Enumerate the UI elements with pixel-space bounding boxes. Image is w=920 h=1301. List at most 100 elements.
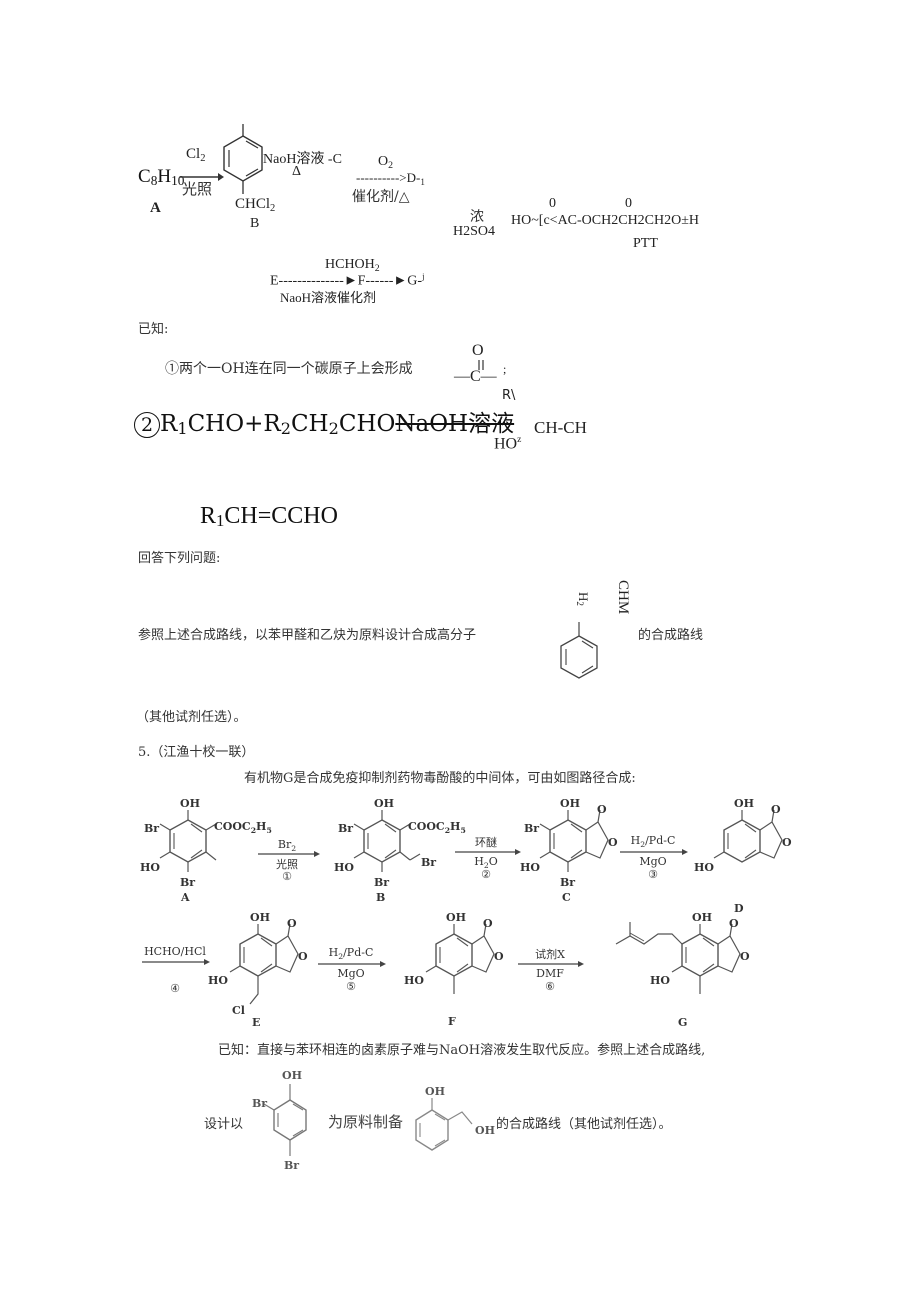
- known1-text: ①两个一OH连在同一个碳原子上会形成: [165, 361, 413, 377]
- step6-number: ⑥: [545, 980, 555, 993]
- reaction-arrow-icon: [180, 173, 224, 181]
- compound-a-label: A: [150, 200, 161, 216]
- double-bond-icon: [478, 360, 484, 370]
- known2-product: R1CH=CCHO: [200, 503, 338, 530]
- d-o-ring: O: [782, 836, 792, 849]
- c-o-ring: O: [608, 836, 618, 849]
- b-ch2br: Br: [421, 856, 437, 869]
- step2-reagent-s2: 环醚: [475, 836, 497, 849]
- step5-reagent: H2/Pd-C: [328, 946, 374, 961]
- step1-reagent: Br2: [277, 838, 297, 853]
- compound-d-structure-icon: [713, 809, 783, 863]
- a-br-bottom: Br: [180, 876, 196, 889]
- compound-b-label: B: [250, 216, 260, 231]
- question-suffix: 的合成路线: [638, 628, 704, 643]
- b-br-bottom: Br: [374, 876, 390, 889]
- step4-number: ④: [170, 982, 180, 995]
- a-ho: HO: [140, 861, 160, 874]
- r-label: R\: [502, 388, 516, 403]
- step6-reagent: 试剂X: [535, 948, 565, 961]
- c-br-bottom: Br: [560, 876, 576, 889]
- e-cl: Cl: [232, 1004, 245, 1017]
- section2-known-text: 已知：直接与苯环相连的卤素原子难与NaOH溶液发生取代反应。参照上述合成路线,: [218, 1043, 706, 1058]
- a-label: A: [181, 891, 190, 904]
- step6-condition: DMF: [536, 967, 564, 980]
- g-o-ring: O: [740, 950, 750, 963]
- reaction-arrow-icon: [258, 851, 320, 857]
- step5-number: ⑤: [346, 980, 356, 993]
- d-ho: HO: [694, 861, 714, 874]
- f-o-keto: O: [483, 917, 493, 930]
- polymer-label-chm: CHM: [615, 580, 631, 615]
- reaction-arrow-icon: [142, 959, 210, 965]
- compound-g-structure-icon: [615, 922, 741, 994]
- f-label: F: [448, 1015, 456, 1028]
- f-oh: OH: [446, 911, 466, 924]
- c-br-top: Br: [524, 822, 540, 835]
- c-ho: HO: [520, 861, 540, 874]
- phenyl-ring-icon: [560, 622, 598, 679]
- start-br1: Br: [252, 1097, 268, 1110]
- g-o-keto: O: [729, 917, 739, 930]
- known2-chch: CH-CH: [534, 418, 587, 437]
- question-note: （其他试剂任选）。: [136, 710, 247, 725]
- b-label: B: [376, 891, 386, 904]
- compound-f-structure-icon: [425, 923, 495, 994]
- target-oh2: OH: [475, 1124, 495, 1137]
- g-oh: OH: [692, 911, 712, 924]
- reaction-arrow-icon: [318, 961, 386, 967]
- c-oh: OH: [560, 797, 580, 810]
- e-ho: HO: [208, 974, 228, 987]
- step5-condition: MgO: [337, 967, 365, 980]
- d-oh: OH: [734, 797, 754, 810]
- step2-condition-s2: H2O: [474, 855, 498, 870]
- known-heading: 已知:: [138, 322, 169, 337]
- design-middle: 为原料制备: [328, 1113, 404, 1131]
- e-line-reagent: HCHOH2: [325, 257, 380, 274]
- c-label: C: [562, 891, 571, 904]
- step4-cond-top: 浓: [470, 209, 484, 225]
- problem-intro: 有机物G是合成免疫抑制剂药物毒酚酸的中间体，可由如图路径合成:: [244, 771, 636, 786]
- step3-reagent: O2: [378, 154, 394, 171]
- e-o-ring: O: [298, 950, 308, 963]
- step3-reagent-s2: H2/Pd-C: [630, 834, 676, 849]
- f-o-ring: O: [494, 950, 504, 963]
- b-br-top: Br: [338, 822, 354, 835]
- known2-reagent: NaOH溶液: [395, 411, 515, 437]
- f-ho: HO: [404, 974, 424, 987]
- step2-reagent: NaoH溶液 -C: [263, 152, 342, 167]
- arrow1-reagent: Cl2: [186, 146, 206, 164]
- e-line-condition: NaoH溶液催化剂: [280, 290, 377, 305]
- a-br-top: Br: [144, 822, 160, 835]
- g-ho: HO: [650, 974, 670, 987]
- step2-number: ②: [481, 868, 491, 881]
- circle-2: 2: [134, 412, 160, 438]
- reaction-arrow-icon: [518, 961, 584, 967]
- ptt-label: PTT: [633, 236, 658, 251]
- target-oh1: OH: [425, 1085, 445, 1098]
- eq-text: R1CHO+R2CH2CHO: [160, 411, 396, 438]
- d-o-keto: O: [771, 803, 781, 816]
- c-o-keto: O: [597, 803, 607, 816]
- polymer-label-h2: H2: [575, 592, 591, 606]
- a-ester: COOC2H5: [214, 820, 272, 835]
- step3-arrow: ---------->D-1: [356, 170, 425, 187]
- design-prefix: 设计以: [204, 1117, 244, 1132]
- step3-condition-s2: MgO: [639, 855, 667, 868]
- e-line-arrow: E--------------►F------►G-j: [270, 272, 425, 289]
- b-ho: HO: [334, 861, 354, 874]
- compound-b-substituent: CHCl2: [235, 196, 276, 214]
- step3-number: ③: [648, 868, 658, 881]
- b-ester: COOC2H5: [408, 820, 466, 835]
- carbonyl-carbon: —C—: [454, 368, 497, 385]
- step3-condition: 催化剂/△: [352, 189, 410, 205]
- g-label: G: [678, 1016, 688, 1029]
- e-o-keto: O: [287, 917, 297, 930]
- compound-b-structure-icon: [353, 810, 421, 872]
- ptt-formula: HO~[c<AC-OCH2CH2CH2O±H: [511, 213, 700, 228]
- problem-number: 5.（江渔十校一联）: [138, 745, 255, 760]
- e-label: E: [252, 1016, 261, 1029]
- compound-e-structure-icon: [229, 923, 299, 1005]
- question-text: 参照上述合成路线，以苯甲醛和乙炔为原料设计合成高分子: [138, 628, 477, 643]
- semicolon: ;: [503, 362, 507, 376]
